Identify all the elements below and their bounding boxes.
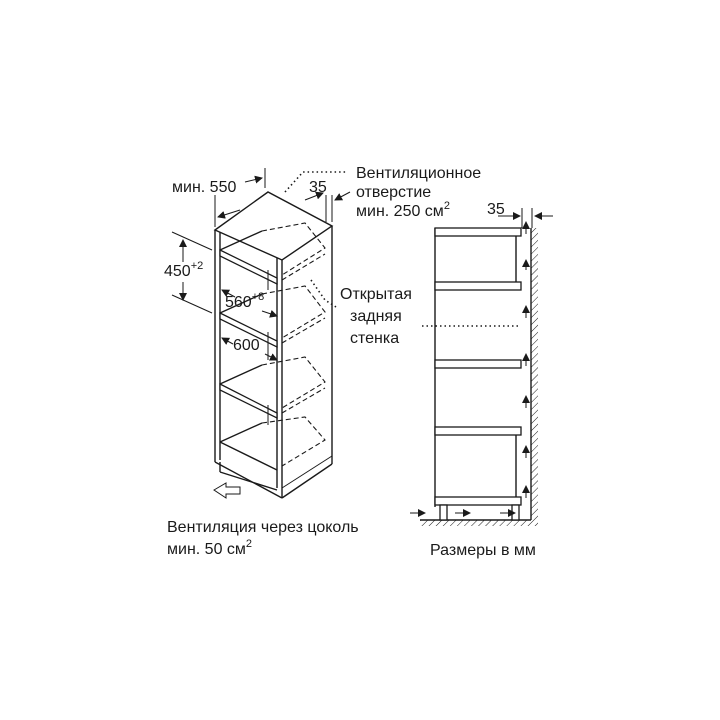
vent-top-line-2: отверстие <box>356 184 431 201</box>
depth-label: мин. 550 <box>172 179 236 196</box>
open-back-line-2: задняя <box>350 308 402 325</box>
shelves <box>219 230 278 471</box>
vent-top-line-3: мин. 250 см2 <box>356 200 450 220</box>
outer-width-label: 600 <box>233 337 260 354</box>
vent-plinth-line-2: мин. 50 см2 <box>167 538 252 558</box>
open-back-dashed <box>261 222 326 467</box>
gap-label-right: 35 <box>487 201 505 218</box>
units-note: Размеры в мм <box>430 542 536 559</box>
cabinet-side-section <box>410 208 553 526</box>
airflow-arrows <box>410 208 553 517</box>
vent-top-line-1: Вентиляционное <box>356 165 481 182</box>
open-back-line-3: стенка <box>350 330 399 347</box>
cabinet-isometric <box>171 168 351 499</box>
vent-plinth-line-1: Вентиляция через цоколь <box>167 519 359 536</box>
airflow-arrow-icon <box>213 482 241 499</box>
inner-width-label: 560+8 <box>225 291 264 311</box>
open-back-line-1: Открытая <box>340 286 412 303</box>
dimension-lines <box>171 168 351 361</box>
height-label: 450+2 <box>164 260 203 280</box>
cabinet-top <box>213 191 334 261</box>
gap-label-left: 35 <box>309 179 327 196</box>
